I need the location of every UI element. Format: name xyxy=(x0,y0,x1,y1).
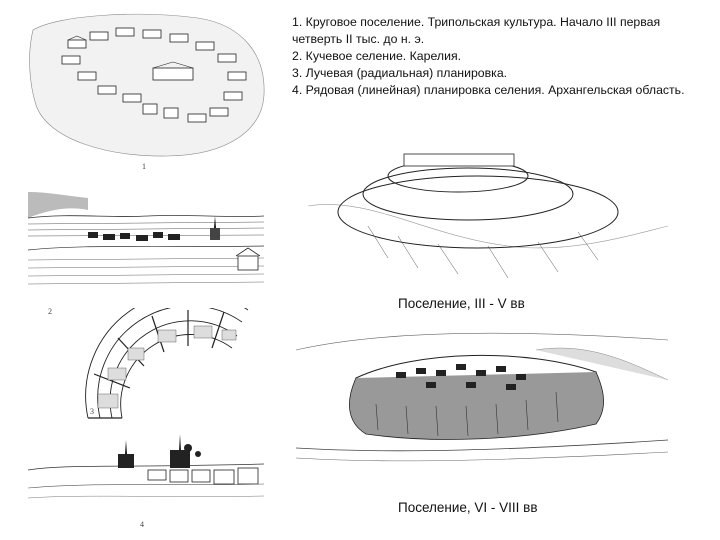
illustration-cluster-village xyxy=(28,188,264,294)
figure-number-3: 3 xyxy=(90,407,94,416)
illustration-linear-village xyxy=(28,428,264,512)
figure-number-4: 4 xyxy=(140,520,144,529)
legend-item-2: 2. Кучевое селение. Карелия. xyxy=(292,49,462,63)
caption-settlement-3-5-century: Поселение, III - V вв xyxy=(398,296,525,311)
illustration-radial-layout xyxy=(82,308,252,420)
figure-number-1: 1 xyxy=(142,162,146,171)
legend-item-1: 1. Круговое поселение. Трипольская культ… xyxy=(292,15,661,46)
illustration-hillfort-settlement xyxy=(308,146,668,288)
illustration-circular-settlement xyxy=(28,10,268,160)
figure-number-2: 2 xyxy=(48,307,52,316)
legend-text: 1. Круговое поселение. Трипольская культ… xyxy=(292,14,712,99)
caption-settlement-6-8-century: Поселение, VI - VIII вв xyxy=(398,500,538,515)
legend-item-4: 4. Рядовая (линейная) планировка селения… xyxy=(292,83,685,97)
illustration-plateau-settlement xyxy=(296,320,668,470)
legend-item-3: 3. Лучевая (радиальная) планировка. xyxy=(292,66,508,80)
